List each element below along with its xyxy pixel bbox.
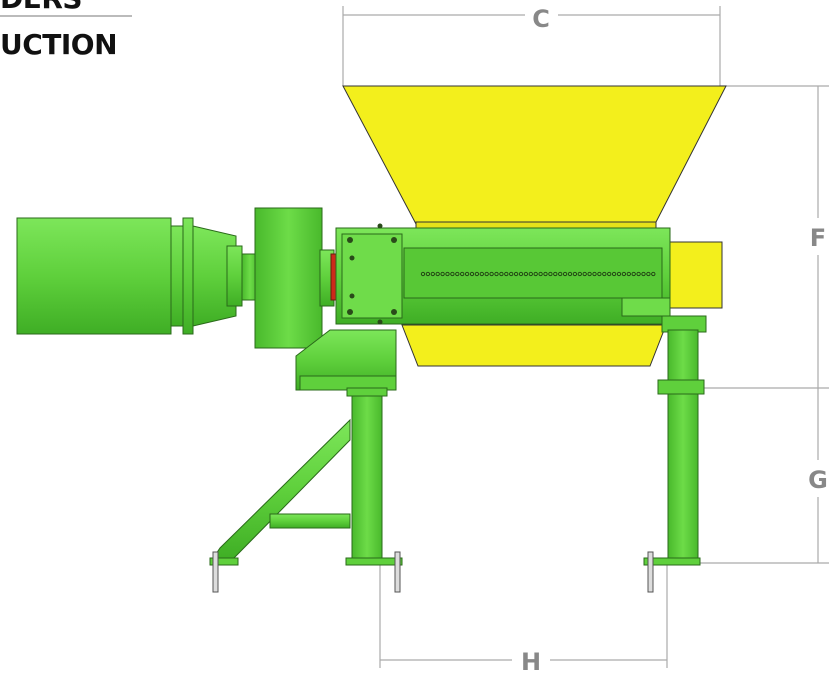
support-frame [209, 315, 707, 566]
bolt [484, 271, 489, 277]
bolt [518, 271, 524, 277]
bolt [460, 271, 465, 277]
bolt [450, 271, 455, 277]
bolt [538, 271, 543, 277]
bolt [455, 271, 460, 277]
bolt [626, 271, 631, 277]
title-line-1: DERS [0, 0, 83, 15]
bolt [651, 271, 656, 277]
dimension-h [379, 565, 668, 668]
bolt [533, 271, 538, 277]
title-line-2: UCTION [0, 28, 118, 61]
title-underline [0, 15, 132, 17]
bolt [592, 271, 597, 277]
anchor-bolts [212, 551, 654, 593]
bolt [558, 271, 563, 277]
bolt [420, 271, 426, 277]
bolt [509, 271, 514, 277]
dimension-g [700, 388, 829, 564]
cutting-chamber [335, 227, 671, 325]
bolt [464, 271, 470, 277]
bolt [631, 271, 636, 277]
bolt [582, 271, 587, 277]
bolt [523, 271, 529, 277]
bolt [607, 271, 612, 277]
bolt [641, 271, 646, 277]
bolt [553, 271, 558, 277]
bolt [572, 271, 578, 277]
bolt [504, 271, 509, 277]
bolt [621, 271, 627, 277]
bolt [479, 271, 484, 277]
bolt [567, 271, 573, 277]
bolt [499, 271, 504, 277]
bolt [425, 271, 431, 277]
bolt [528, 271, 533, 277]
bolt [587, 271, 592, 277]
dimension-c-label: C [532, 5, 550, 33]
dimension-g-label: G [808, 466, 828, 494]
bolt [616, 271, 622, 277]
bolt-row [420, 271, 656, 277]
bolt [597, 271, 602, 277]
discharge-chute [401, 324, 667, 367]
gearbox [241, 207, 335, 349]
hopper [342, 85, 727, 237]
bolt [430, 271, 435, 277]
bearing-cover [667, 241, 723, 309]
electric-motor [16, 217, 243, 335]
bolt [562, 271, 568, 277]
bolt [440, 271, 445, 277]
bolt [445, 271, 450, 277]
dimension-c [342, 6, 721, 86]
bolt [494, 271, 499, 277]
bolt [548, 271, 553, 277]
bolt [602, 271, 607, 277]
bolt [646, 271, 651, 277]
dimension-f [700, 85, 829, 389]
bolt [469, 271, 475, 277]
dimension-h-label: H [521, 648, 541, 673]
bolt [474, 271, 480, 277]
side-plate-bolts [347, 223, 397, 325]
bolt [611, 271, 617, 277]
bolt [543, 271, 548, 277]
dimension-f-label: F [810, 224, 826, 252]
bolt [513, 271, 519, 277]
bolt [577, 271, 582, 277]
bolt [636, 271, 641, 277]
bolt [435, 271, 440, 277]
bolt [489, 271, 494, 277]
